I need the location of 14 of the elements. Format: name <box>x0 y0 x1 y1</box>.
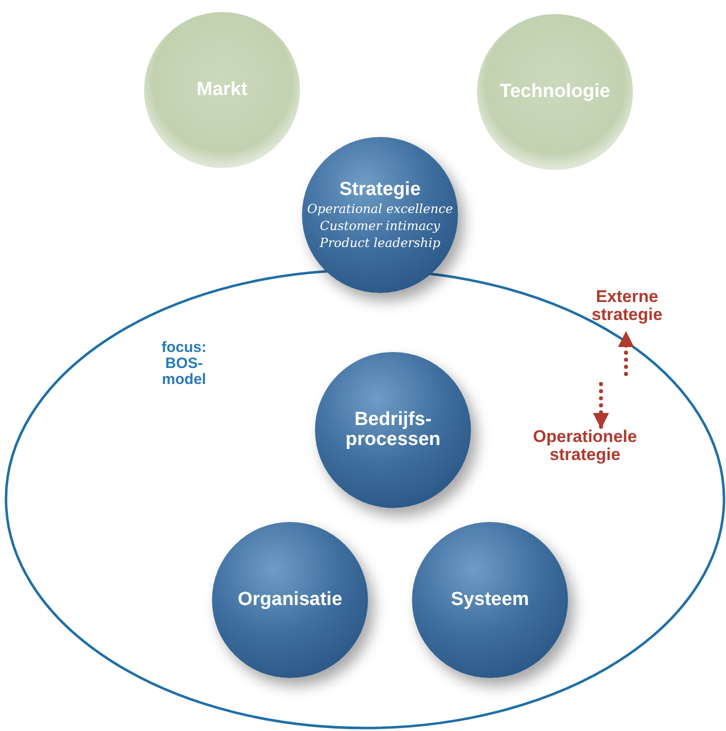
strategy-label: Externe strategie <box>585 288 669 332</box>
strategy-label: Operationele strategie <box>510 428 660 472</box>
circle-label: Markt <box>196 78 248 102</box>
strategy-item: Operational excellence <box>307 200 453 216</box>
node-title: Systeem <box>450 590 530 610</box>
node-title: Organisatie <box>236 590 344 610</box>
node-title: Bedrijfs- processen <box>344 410 442 450</box>
dotted-arrow <box>618 331 634 376</box>
circle-label: Technologie <box>500 80 610 104</box>
dotted-arrow <box>593 382 609 429</box>
node-title: Strategie <box>338 180 422 200</box>
strategy-item: Customer intimacy <box>320 216 440 234</box>
strategy-item: Product leadership <box>320 234 440 250</box>
focus-label: focus: BOS-model <box>160 340 208 388</box>
